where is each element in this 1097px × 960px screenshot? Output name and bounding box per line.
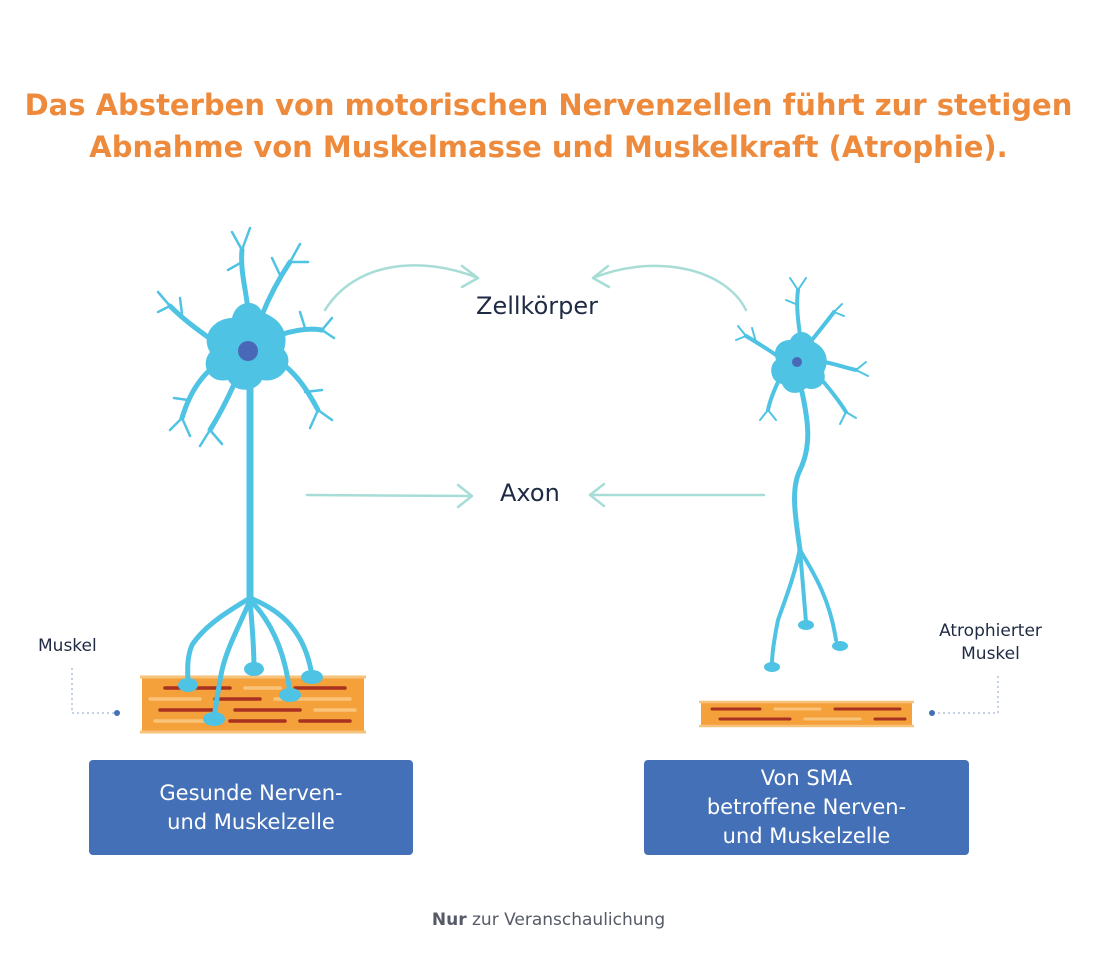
atrophied-muscle-leader-line — [932, 676, 999, 714]
sma-box-line-1: Von SMA — [760, 766, 853, 790]
muscle-label: Muskel — [38, 636, 97, 656]
sma-axon — [792, 389, 811, 553]
leader-lines — [71, 668, 999, 714]
title-line-2: Abnahme von Muskelmasse und Muskelkraft … — [89, 130, 1008, 164]
arrow-left-to-cell-body-head — [460, 264, 480, 289]
sma-neuron — [735, 277, 869, 672]
muscle-leader-line — [71, 668, 116, 714]
arrow-left-to-cell-body — [323, 264, 480, 312]
title-line-1: Das Absterben von motorischen Nervenzell… — [24, 88, 1073, 122]
healthy-box-line-1: Gesunde Nerven- — [159, 780, 343, 805]
healthy-nucleus — [238, 341, 258, 361]
arrow-right-to-cell-body-head — [591, 264, 611, 289]
disclaimer-rest: zur Veranschaulichung — [466, 910, 666, 930]
arrow-left-to-axon — [305, 493, 474, 498]
disclaimer-bold: Nur — [431, 910, 467, 930]
cell-body-label: Zellkörper — [476, 292, 599, 320]
diagram-title: Das Absterben von motorischen Nervenzell… — [0, 84, 1097, 168]
sma-box-line-3: und Muskelzelle — [722, 824, 891, 848]
atrophied-muscle-label: Atrophierter Muskel — [918, 620, 1063, 666]
healthy-muscle — [140, 675, 366, 734]
arrow-right-to-axon-head — [588, 482, 606, 508]
atrophied-muscle — [699, 700, 914, 728]
atrophied-muscle-label-line-2: Muskel — [961, 644, 1020, 664]
axon-label: Axon — [500, 479, 560, 507]
sma-box-line-2: betroffene Nerven- — [706, 795, 907, 819]
healthy-box-line-2: und Muskelzelle — [167, 809, 335, 834]
arrows — [305, 264, 766, 509]
muscle-leader-dot — [114, 710, 120, 716]
arrow-left-to-axon-head — [456, 483, 474, 509]
sma-nucleus — [792, 357, 802, 367]
atrophied-muscle-leader-dot — [929, 710, 935, 716]
sma-cell-box: Von SMA betroffene Nerven- und Muskelzel… — [644, 760, 969, 855]
arrow-right-to-cell-body — [591, 264, 748, 312]
atrophied-muscle-label-line-1: Atrophierter — [939, 621, 1042, 641]
healthy-cell-box: Gesunde Nerven- und Muskelzelle — [89, 760, 413, 855]
healthy-neuron — [156, 226, 336, 726]
illustration-disclaimer: Nur zur Veranschaulichung — [0, 910, 1097, 930]
